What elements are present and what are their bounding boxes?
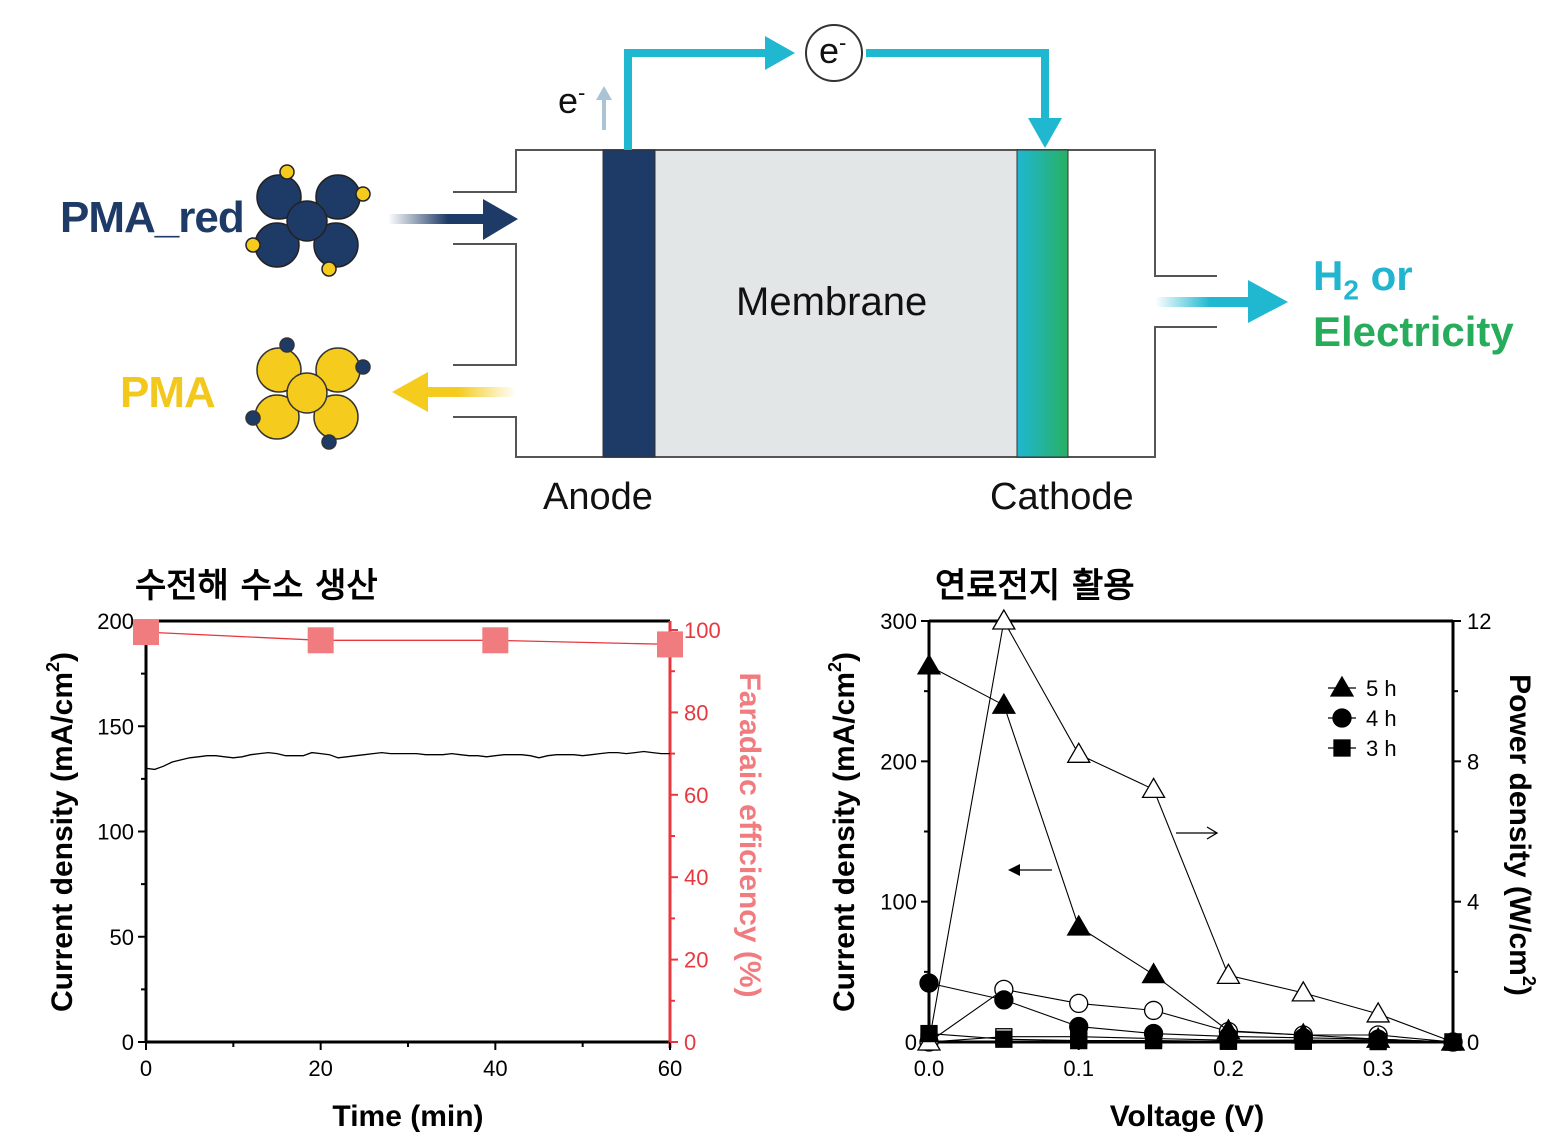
reduced-pma-molecule-icon — [245, 164, 371, 277]
inflow-arrow-icon — [388, 199, 518, 240]
electron-up-arrow-icon — [596, 86, 612, 130]
chart2-point-5-h-power-density — [1291, 980, 1316, 1002]
chart2-legend-label: 4 h — [1366, 706, 1397, 731]
chart1-y-tick-label: 200 — [97, 609, 134, 634]
chart2-line-4-h-power-density — [928, 988, 1454, 1043]
chart2-line-5-h-current-density — [928, 665, 1454, 1043]
membrane — [655, 151, 1017, 456]
chart2-y-label: Current density (mA/cm2) — [825, 652, 861, 1012]
chart2-y2-tick-label: 12 — [1467, 609, 1491, 634]
chart2-point-5-h-current-density — [1291, 1022, 1316, 1044]
chart1-y-label: Current density (mA/cm2) — [43, 652, 79, 1012]
chart2-point-5-h-power-density — [991, 608, 1016, 630]
output-h2-label: H2 or — [1313, 252, 1413, 306]
chart2-point-5-h-current-density — [991, 692, 1016, 714]
cathode-label: Cathode — [990, 476, 1134, 518]
chart1-title: 수전해 수소 생산 — [135, 566, 378, 606]
output-electricity-label: Electricity — [1313, 308, 1514, 355]
chart2-x-tick-label: 0.0 — [914, 1056, 945, 1081]
chart2-y2-tick-label: 0 — [1467, 1030, 1479, 1055]
outflow-arrow-icon — [392, 372, 516, 412]
chart2-title: 연료전지 활용 — [935, 566, 1135, 606]
pma-red-label: PMA_red — [60, 193, 245, 242]
chart2-point-5-h-power-density — [1366, 1001, 1391, 1023]
chart2-point-4-h-current-density — [1143, 1023, 1164, 1044]
chart2-point-5-h-current-density — [1440, 1029, 1466, 1051]
chart2-y-tick-label: 100 — [880, 890, 917, 915]
chart1-y2-tick-label: 0 — [684, 1030, 696, 1055]
chart1-y-tick-label: 150 — [97, 714, 134, 739]
chart1-current-density-line — [145, 750, 670, 771]
chart1-y2-tick-label: 100 — [684, 618, 721, 643]
chart1-y2-tick-label: 60 — [684, 783, 708, 808]
chart2-x-label: Voltage (V) — [1110, 1100, 1264, 1133]
chart2-point-3-h-current-density — [920, 1024, 938, 1043]
chart2-point-5-h-current-density — [1216, 1018, 1241, 1040]
cathode-electrode — [1016, 149, 1069, 458]
output-arrow-icon — [1155, 280, 1288, 323]
chart2-right-arrowhead-icon — [1206, 826, 1219, 840]
chart1-x-label: Time (min) — [332, 1100, 483, 1133]
chart2-point-4-h-power-density — [1069, 993, 1089, 1014]
chart1-y2-tick-label: 40 — [684, 865, 708, 890]
chart1-y2-label: Faradaic efficiency (%) — [733, 672, 766, 997]
cell-outline — [453, 149, 1217, 458]
chart1-faradaic-point — [657, 631, 683, 658]
chart2-line-3-h-current-density — [928, 1033, 1454, 1043]
chart1-x-tick-label: 60 — [658, 1056, 682, 1081]
chart2-x-tick-label: 0.2 — [1213, 1056, 1244, 1081]
chart2-point-5-h-current-density — [916, 653, 942, 675]
chart2-y2-tick-label: 4 — [1467, 890, 1479, 915]
chart2-point-5-h-current-density — [1366, 1026, 1391, 1048]
chart2-x-tick-label: 0.1 — [1063, 1056, 1094, 1081]
chart1-y-tick-label: 0 — [122, 1030, 134, 1055]
chart2-point-5-h-power-density — [1141, 777, 1166, 799]
chart2-point-4-h-current-density — [1069, 1016, 1089, 1037]
pma-label: PMA — [120, 368, 216, 417]
chart2-line-3-h-power-density — [928, 1036, 1454, 1043]
electron-circle-label: e- — [819, 30, 847, 71]
chart1-y2-tick-label: 20 — [684, 948, 708, 973]
anode-label: Anode — [543, 476, 653, 518]
chart2-legend-marker-triangle — [1329, 675, 1355, 697]
chart2-y-tick-label: 200 — [880, 749, 917, 774]
chart1-x-tick-label: 0 — [140, 1056, 152, 1081]
chart2-legend-label: 3 h — [1366, 736, 1397, 761]
chart2-point-5-h-current-density — [1141, 962, 1166, 984]
chart1-faradaic-point — [133, 619, 159, 646]
chart2-point-4-h-current-density — [994, 990, 1014, 1010]
chart2-point-4-h-power-density — [1143, 1000, 1164, 1021]
chart1-faradaic-point — [307, 627, 334, 654]
chart2-point-4-h-current-density — [919, 973, 939, 993]
electron-label: e- — [558, 80, 586, 121]
chart2-y-tick-label: 0 — [905, 1030, 917, 1055]
chart2-point-5-h-current-density — [1066, 914, 1091, 936]
chart1-faradaic-line — [145, 631, 671, 646]
chart2-legend-label: 5 h — [1366, 676, 1397, 701]
chart1-y-tick-label: 50 — [110, 925, 134, 950]
chart1-faradaic-point — [482, 627, 509, 654]
chart2-y2-tick-label: 8 — [1467, 749, 1479, 774]
electron-flow-arrow-icon — [624, 24, 1062, 150]
chart2-legend-marker-square — [1333, 739, 1351, 757]
anode-electrode — [602, 149, 656, 458]
pma-molecule-icon — [245, 337, 371, 450]
chart2-y2-label: Power density (W/cm2) — [1503, 674, 1539, 996]
chart2-y-tick-label: 300 — [880, 609, 917, 634]
chart2-x-tick-label: 0.3 — [1363, 1056, 1394, 1081]
chart2-line-5-h-power-density — [928, 619, 1454, 1043]
chart1-x-tick-label: 20 — [308, 1056, 332, 1081]
chart1-y2-tick-label: 80 — [684, 700, 708, 725]
chart2-point-5-h-power-density — [1216, 963, 1241, 984]
membrane-label: Membrane — [736, 280, 928, 324]
chart1-x-tick-label: 40 — [483, 1056, 507, 1081]
chart1-y-tick-label: 100 — [97, 820, 134, 845]
chart2-left-arrowhead-icon — [1008, 864, 1020, 876]
chart2-legend-marker-circle — [1332, 708, 1352, 728]
chart2-point-5-h-power-density — [1066, 742, 1091, 763]
chart2-point-3-h-current-density — [995, 1030, 1013, 1048]
